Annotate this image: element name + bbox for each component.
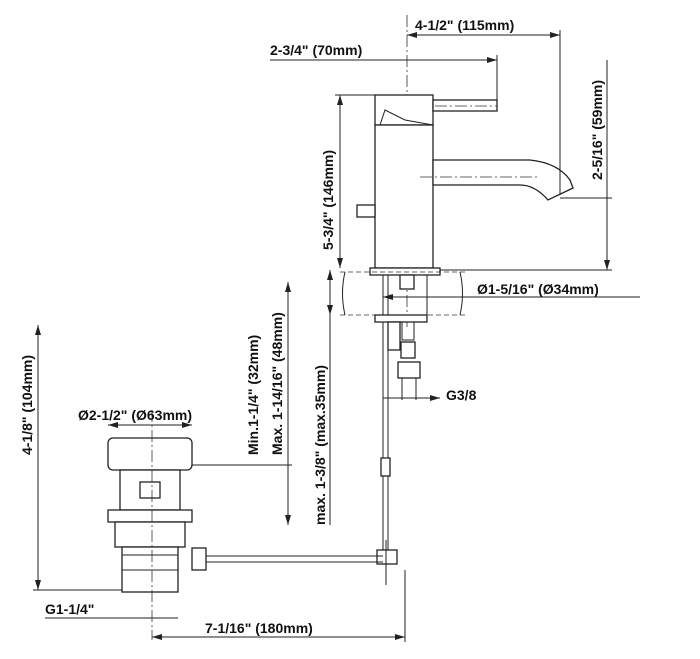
spout-reach-label: 4-1/2" (115mm) [415, 17, 514, 33]
faucet-drawing [340, 15, 574, 585]
dimension-lines [33, 30, 640, 642]
drain-thread-label: G1-1/4" [45, 601, 94, 617]
drain-diameter-label: Ø2-1/2" (Ø63mm) [78, 407, 192, 423]
drain-drawing [107, 410, 383, 640]
lever-reach-label: 2-3/4" (70mm) [270, 42, 362, 58]
counter-min-label: Min.1-1/4" (32mm) [245, 335, 261, 455]
counter-max-thickness-label: max. 1-3/8" (max.35mm) [312, 365, 328, 525]
counter-max-label: Max. 1-14/16" (48mm) [269, 312, 285, 455]
drain-height-label: 4-1/8" (104mm) [19, 355, 35, 455]
connection-thread-label: G3/8 [446, 387, 477, 403]
body-diameter-label: Ø1-5/16" (Ø34mm) [477, 281, 599, 297]
body-height-label: 5-3/4" (146mm) [320, 150, 336, 250]
spout-height-label: 2-5/16" (59mm) [589, 80, 605, 180]
rod-length-label: 7-1/16" (180mm) [205, 620, 313, 636]
